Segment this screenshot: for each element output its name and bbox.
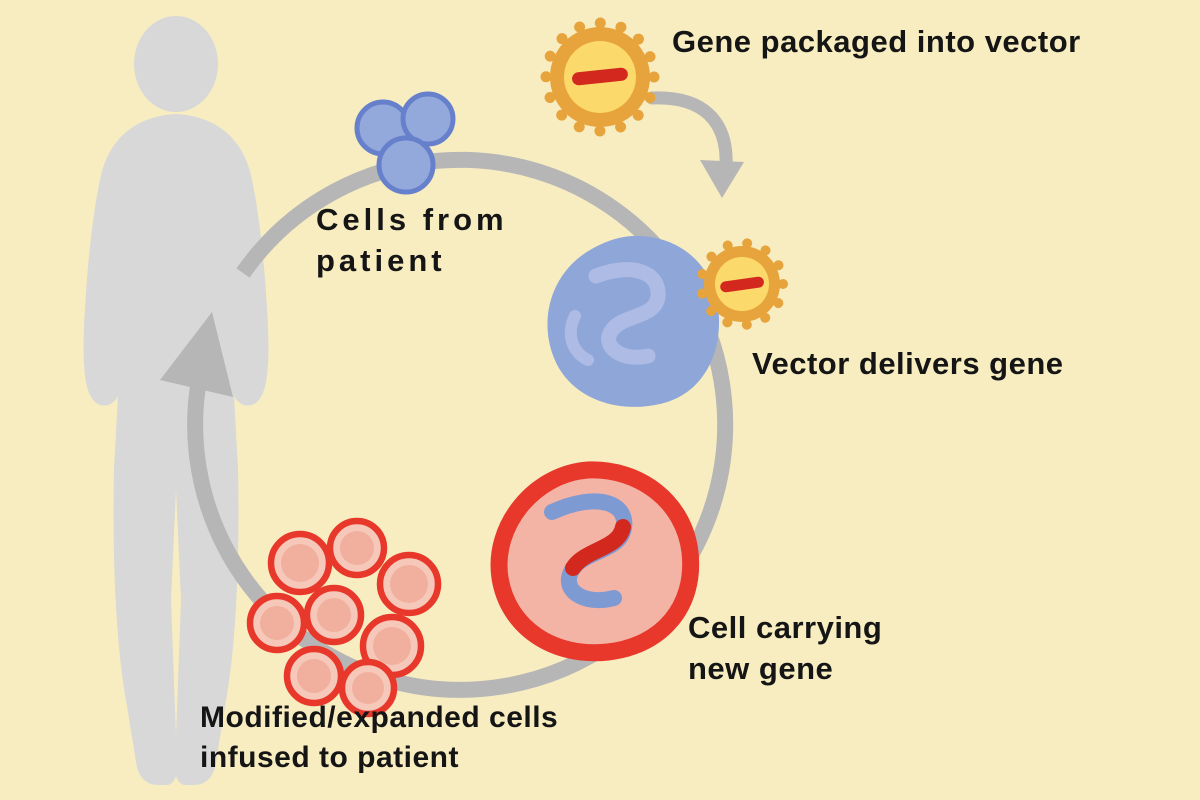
target-cell-icon	[547, 235, 720, 407]
patient-silhouette-icon	[83, 16, 269, 785]
label-modified-expanded-cells: Modified/expanded cells infused to patie…	[200, 701, 559, 774]
label-cells-from-patient: Cells from patient	[316, 202, 508, 278]
transfer-arrowhead-icon	[700, 160, 744, 198]
label-cell-carrying-new-gene: Cell carrying new gene	[688, 610, 883, 686]
vector-attached-icon	[696, 238, 788, 330]
label-vector-delivers-gene: Vector delivers gene	[752, 346, 1064, 381]
gene-strand-icon	[572, 67, 628, 86]
label-gene-packaged: Gene packaged into vector	[672, 24, 1081, 59]
expanded-cells-icon	[246, 517, 442, 718]
gene-vector-icon	[540, 17, 660, 137]
patient-cells-icon	[354, 91, 456, 195]
inserted-gene-icon	[565, 519, 631, 576]
modified-cell-icon	[490, 461, 700, 662]
gene-strand-icon	[720, 276, 764, 293]
cycle-arrowhead-icon	[160, 312, 233, 397]
vector-transfer-arrow	[645, 91, 744, 198]
cycle-arrow	[160, 151, 734, 698]
